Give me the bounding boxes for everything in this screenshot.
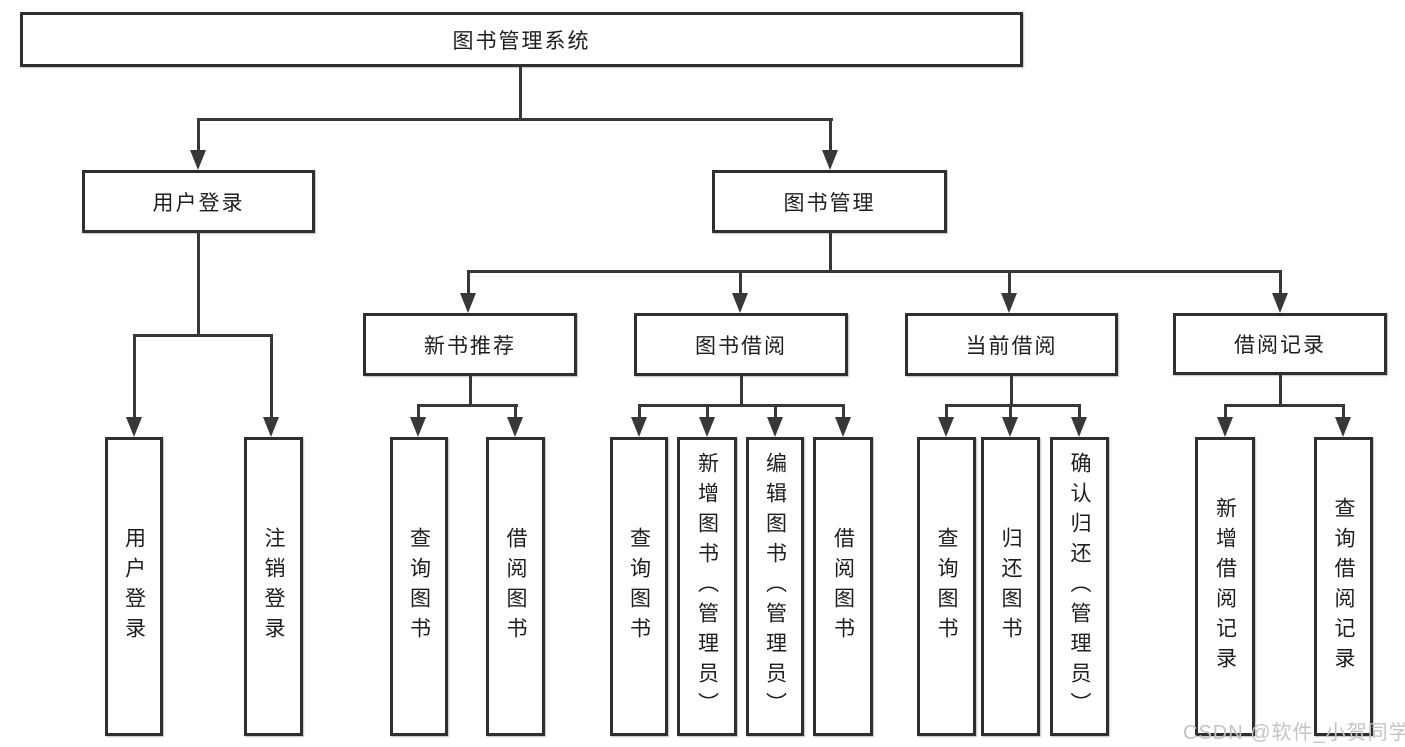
connector-user-login-bus [133,334,273,337]
arrowhead-user-login [190,150,206,170]
arrowhead-leaf-logout [263,417,279,437]
connector-records-bus [1224,404,1345,407]
leaf-borrow-books: 借阅图书 [813,437,873,736]
connector-user-login-stem [197,233,200,337]
connector-level2-bus [197,118,833,121]
leaf-query-borrow-record: 查询借阅记录 [1314,437,1373,736]
connector-drop-bor-query [638,404,641,419]
connector-drop-records [1279,270,1282,295]
arrowhead-current [1001,293,1017,313]
leaf-label: 查询图书 [627,526,651,647]
connector-current-bus [945,404,1081,407]
leaf-label: 查询图书 [407,526,431,647]
arrowhead-cur-confirm [1071,417,1087,437]
leaf-query-books-recommend: 查询图书 [390,437,448,736]
connector-drop-current [1008,270,1011,295]
arrowhead-bor-query [631,417,647,437]
connector-level3-bus [467,270,1282,273]
connector-current-stem [1010,376,1013,407]
leaf-query-books-borrowing: 查询图书 [610,437,668,736]
arrowhead-rec-add-record [1217,417,1233,437]
leaf-label: 查询借阅记录 [1332,496,1355,677]
connector-drop-bor-edit [774,404,777,419]
connector-drop-recommend [467,270,470,295]
connector-drop-rec-borrow [514,404,517,419]
arrowhead-records [1272,293,1288,313]
node-new-book-recommendation: 新书推荐 [363,313,577,376]
connector-recommend-stem [469,376,472,407]
arrowhead-book-management [822,150,838,170]
connector-drop-cur-confirm [1078,404,1081,419]
node-book-borrowing: 图书借阅 [634,313,848,376]
leaf-return-books: 归还图书 [981,437,1040,736]
connector-drop-rec-query [417,404,420,419]
connector-drop-bor-add [706,404,709,419]
leaf-edit-books-admin: 编辑图书（管理员） [746,437,804,736]
arrowhead-rec-borrow [507,417,523,437]
arrowhead-bor-add [699,417,715,437]
leaf-label: 注销登录 [262,526,285,647]
leaf-label: 新增借阅记录 [1213,496,1237,677]
arrowhead-bor-edit [767,417,783,437]
leaf-confirm-return-admin: 确认归还（管理员） [1050,437,1109,736]
csdn-watermark: CSDN @软件_小贺同学 [1183,722,1405,744]
arrowhead-cur-query [938,417,954,437]
connector-drop-leaf-login [133,334,136,419]
leaf-label: 编辑图书（管理员） [763,451,787,722]
connector-recommend-bus [417,404,518,407]
connector-root-stem [519,67,522,120]
node-current-borrowing: 当前借阅 [905,313,1118,376]
connector-drop-rec-add-record [1224,404,1227,419]
leaf-user-login: 用户登录 [105,437,163,736]
connector-drop-user-login [197,118,200,151]
leaf-query-books-current: 查询图书 [917,437,976,736]
connector-drop-borrowing [739,270,742,295]
leaf-label: 确认归还（管理员） [1068,451,1091,722]
arrowhead-rec-query-record [1335,417,1351,437]
leaf-label: 用户登录 [122,526,146,647]
arrowhead-bor-borrow [835,417,851,437]
connector-records-stem [1279,375,1282,407]
connector-borrowing-stem [740,376,743,407]
arrowhead-borrowing [732,293,748,313]
connector-drop-leaf-logout [270,334,273,419]
leaf-label: 借阅图书 [831,526,855,647]
arrowhead-rec-query [410,417,426,437]
leaf-logout: 注销登录 [244,437,303,736]
connector-drop-rec-query-record [1342,404,1345,419]
connector-drop-book-management [829,118,832,151]
connector-drop-cur-query [945,404,948,419]
connector-book-mgmt-stem [829,233,832,273]
leaf-borrow-books-recommend: 借阅图书 [486,437,545,736]
connector-drop-cur-return [1009,404,1012,419]
leaf-label: 归还图书 [999,526,1022,647]
node-borrowing-records: 借阅记录 [1173,313,1387,375]
arrowhead-recommend [460,293,476,313]
leaf-add-books-admin: 新增图书（管理员） [677,437,737,736]
node-user-login: 用户登录 [82,170,315,233]
leaf-label: 借阅图书 [504,526,527,647]
leaf-add-borrow-record: 新增借阅记录 [1195,437,1255,736]
connector-drop-bor-borrow [842,404,845,419]
arrowhead-cur-return [1002,417,1018,437]
leaf-label: 新增图书（管理员） [695,451,719,722]
leaf-label: 查询图书 [935,526,958,647]
node-root-library-system: 图书管理系统 [20,12,1023,67]
connector-borrowing-bus [638,404,845,407]
node-book-management: 图书管理 [712,170,947,233]
arrowhead-leaf-login [126,417,142,437]
